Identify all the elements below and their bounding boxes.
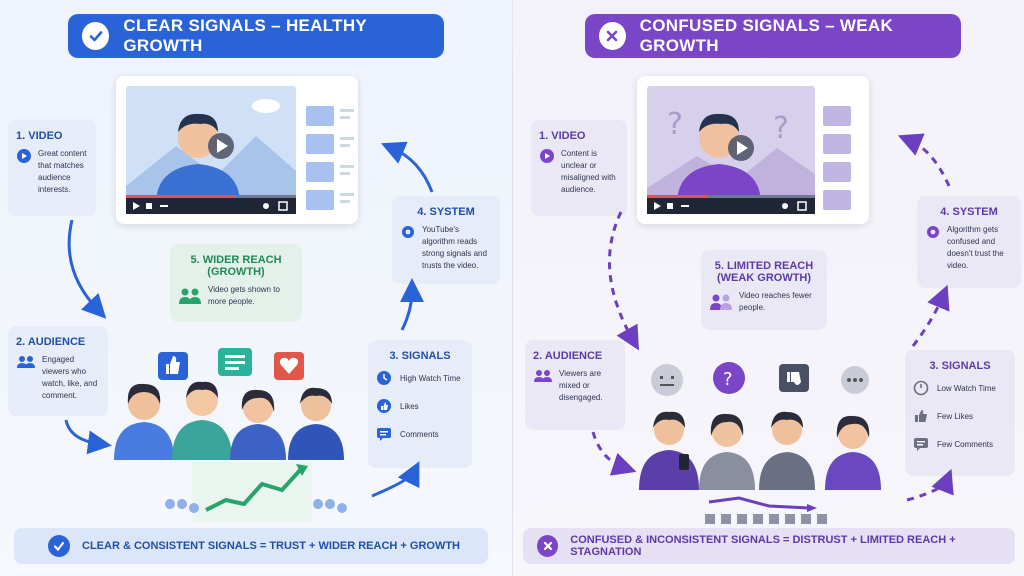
- step-system-text: Algorithm gets confused and doesn't trus…: [947, 225, 1004, 270]
- gear-icon: [402, 226, 414, 238]
- step-audience-card: 2. AUDIENCE Engaged viewers who watch, l…: [8, 326, 108, 416]
- signal-label: High Watch Time: [400, 373, 461, 383]
- confused-signals-footer: CONFUSED & INCONSISTENT SIGNALS = DISTRU…: [523, 528, 1015, 564]
- step-reach-card: 5. WIDER REACH (GROWTH) Video gets shown…: [170, 244, 302, 322]
- step-system-text: YouTube's algorithm reads strong signals…: [422, 225, 487, 270]
- users-icon: [17, 356, 35, 368]
- thumbs-up-icon: [915, 410, 927, 422]
- step-system-title: 4. SYSTEM: [940, 206, 998, 218]
- check-circle-icon: [48, 535, 70, 557]
- step-video-text: Content is unclear or misaligned with au…: [561, 149, 616, 194]
- video-player[interactable]: [116, 76, 358, 224]
- step-audience-text: Engaged viewers who watch, like, and com…: [42, 355, 98, 400]
- step-audience-title: 2. AUDIENCE: [533, 350, 603, 362]
- signal-label: Few Likes: [937, 411, 974, 421]
- banner-title: CLEAR SIGNALS – HEALTHY GROWTH: [123, 16, 367, 55]
- signal-label: Comments: [400, 429, 439, 439]
- step-system-card: 4. SYSTEM YouTube's algorithm reads stro…: [392, 196, 500, 284]
- step-reach-text: Video reaches fewer people.: [739, 291, 812, 312]
- step-video-title: 1. VIDEO: [539, 130, 586, 142]
- step-reach-text: Video gets shown to more people.: [208, 285, 280, 306]
- clear-signals-banner: CLEAR SIGNALS – HEALTHY GROWTH: [68, 14, 444, 58]
- step-signals-card: 3. SIGNALS Low Watch Time Few Likes Few …: [905, 350, 1015, 476]
- step-signals-card: 3. SIGNALS High Watch Time Likes Comment…: [368, 340, 472, 468]
- step-reach-card: 5. LIMITED REACH (WEAK GROWTH) Video rea…: [701, 250, 827, 330]
- svg-text:?: ?: [723, 369, 733, 390]
- step-signals-title: 3. SIGNALS: [929, 360, 991, 372]
- comment-icon: [377, 428, 391, 441]
- step-audience-card: 2. AUDIENCE Viewers are mixed or disenga…: [525, 340, 625, 430]
- signal-row: Few Likes: [913, 408, 1007, 424]
- disengaged-audience-illustration: ?: [639, 362, 881, 524]
- svg-text:?: ?: [667, 107, 683, 142]
- signal-label: Low Watch Time: [937, 383, 996, 393]
- check-circle-icon: [82, 22, 110, 50]
- timer-icon: [913, 380, 929, 396]
- users-icon: [179, 288, 201, 304]
- x-circle-icon: [537, 535, 559, 557]
- thumbs-up-icon: [377, 399, 391, 413]
- footer-text: CLEAR & CONSISTENT SIGNALS = TRUST + WID…: [82, 540, 460, 552]
- x-circle-icon: [599, 22, 626, 50]
- step-signals-title: 3. SIGNALS: [389, 350, 451, 362]
- signal-row: High Watch Time: [376, 370, 464, 386]
- signal-row: Low Watch Time: [913, 380, 1007, 396]
- comment-icon: [914, 438, 928, 451]
- step-system-card: 4. SYSTEM Algorithm gets confused and do…: [917, 196, 1021, 288]
- video-player[interactable]: ? ?: [637, 76, 869, 224]
- signal-row: Comments: [376, 426, 464, 442]
- step-audience-text: Viewers are mixed or disengaged.: [559, 369, 603, 402]
- step-audience-title: 2. AUDIENCE: [16, 336, 86, 348]
- video-thumbnail: ? ?: [647, 86, 851, 214]
- signal-label: Likes: [400, 401, 419, 411]
- engaged-audience-illustration: [114, 348, 347, 522]
- gear-icon: [927, 226, 939, 238]
- confused-signals-banner: CONFUSED SIGNALS – WEAK GROWTH: [585, 14, 961, 58]
- play-circle-icon: [540, 149, 554, 163]
- signal-row: Few Comments: [913, 436, 1007, 452]
- confused-signals-panel: CONFUSED SIGNALS – WEAK GROWTH ? ?: [512, 0, 1024, 576]
- step-video-card: 1. VIDEO Great content that matches audi…: [8, 120, 96, 216]
- video-thumbnail: [126, 86, 354, 214]
- svg-text:?: ?: [773, 111, 789, 146]
- step-video-card: 1. VIDEO Content is unclear or misaligne…: [531, 120, 627, 216]
- step-system-title: 4. SYSTEM: [417, 206, 475, 218]
- step-video-title: 1. VIDEO: [16, 130, 63, 142]
- play-circle-icon: [17, 149, 31, 163]
- clock-icon: [377, 371, 391, 385]
- signal-label: Few Comments: [937, 439, 994, 449]
- clear-signals-panel: CLEAR SIGNALS – HEALTHY GROWTH: [0, 0, 512, 576]
- banner-title: CONFUSED SIGNALS – WEAK GROWTH: [639, 16, 894, 55]
- step-reach-title: 5. LIMITED REACH (WEAK GROWTH): [714, 260, 814, 284]
- signal-row: Likes: [376, 398, 464, 414]
- users-icon: [534, 370, 552, 382]
- clear-signals-footer: CLEAR & CONSISTENT SIGNALS = TRUST + WID…: [14, 528, 488, 564]
- step-video-text: Great content that matches audience inte…: [38, 149, 87, 194]
- step-reach-title: 5. WIDER REACH (GROWTH): [190, 254, 282, 278]
- users-icon: [710, 294, 732, 310]
- footer-text: CONFUSED & INCONSISTENT SIGNALS = DISTRU…: [570, 534, 956, 558]
